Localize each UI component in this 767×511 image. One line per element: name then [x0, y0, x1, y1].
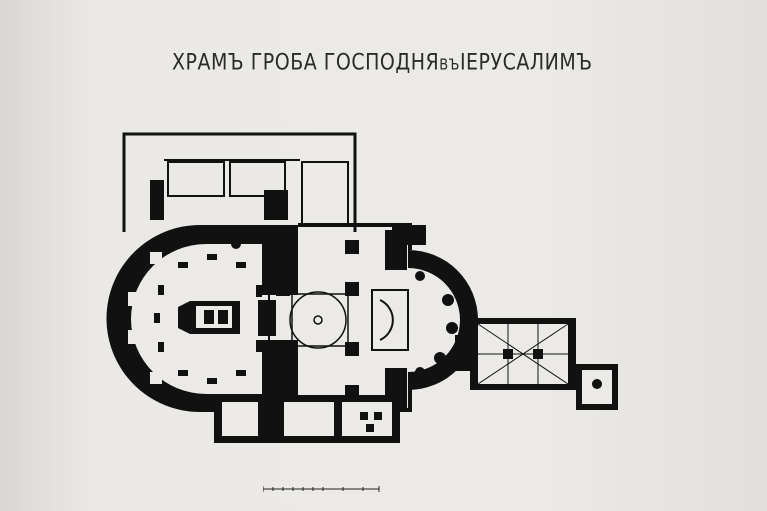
scale-bar: [263, 486, 380, 492]
title-conj: ВЪ: [439, 56, 460, 75]
katholikon-piers: [276, 230, 407, 408]
plate-title: ХРАМЪ ГРОБА ГОСПОДНЯВЪІЕРУСАЛИМЪ: [172, 50, 592, 76]
title-main: ХРАМЪ ГРОБА ГОСПОДНЯ: [172, 50, 440, 76]
ambulatory-chapels: [415, 271, 458, 377]
north-chapels: [150, 180, 426, 249]
katholikon-dome: [289, 291, 349, 349]
aedicule: [178, 301, 240, 334]
south-wing: [214, 395, 400, 443]
iconostasis: [371, 289, 409, 351]
title-city: ІЕРУСАЛИМЪ: [459, 50, 593, 76]
rotunda-niches: [128, 252, 162, 384]
east-crypt: [455, 318, 618, 410]
rotunda-columns: [154, 254, 262, 384]
